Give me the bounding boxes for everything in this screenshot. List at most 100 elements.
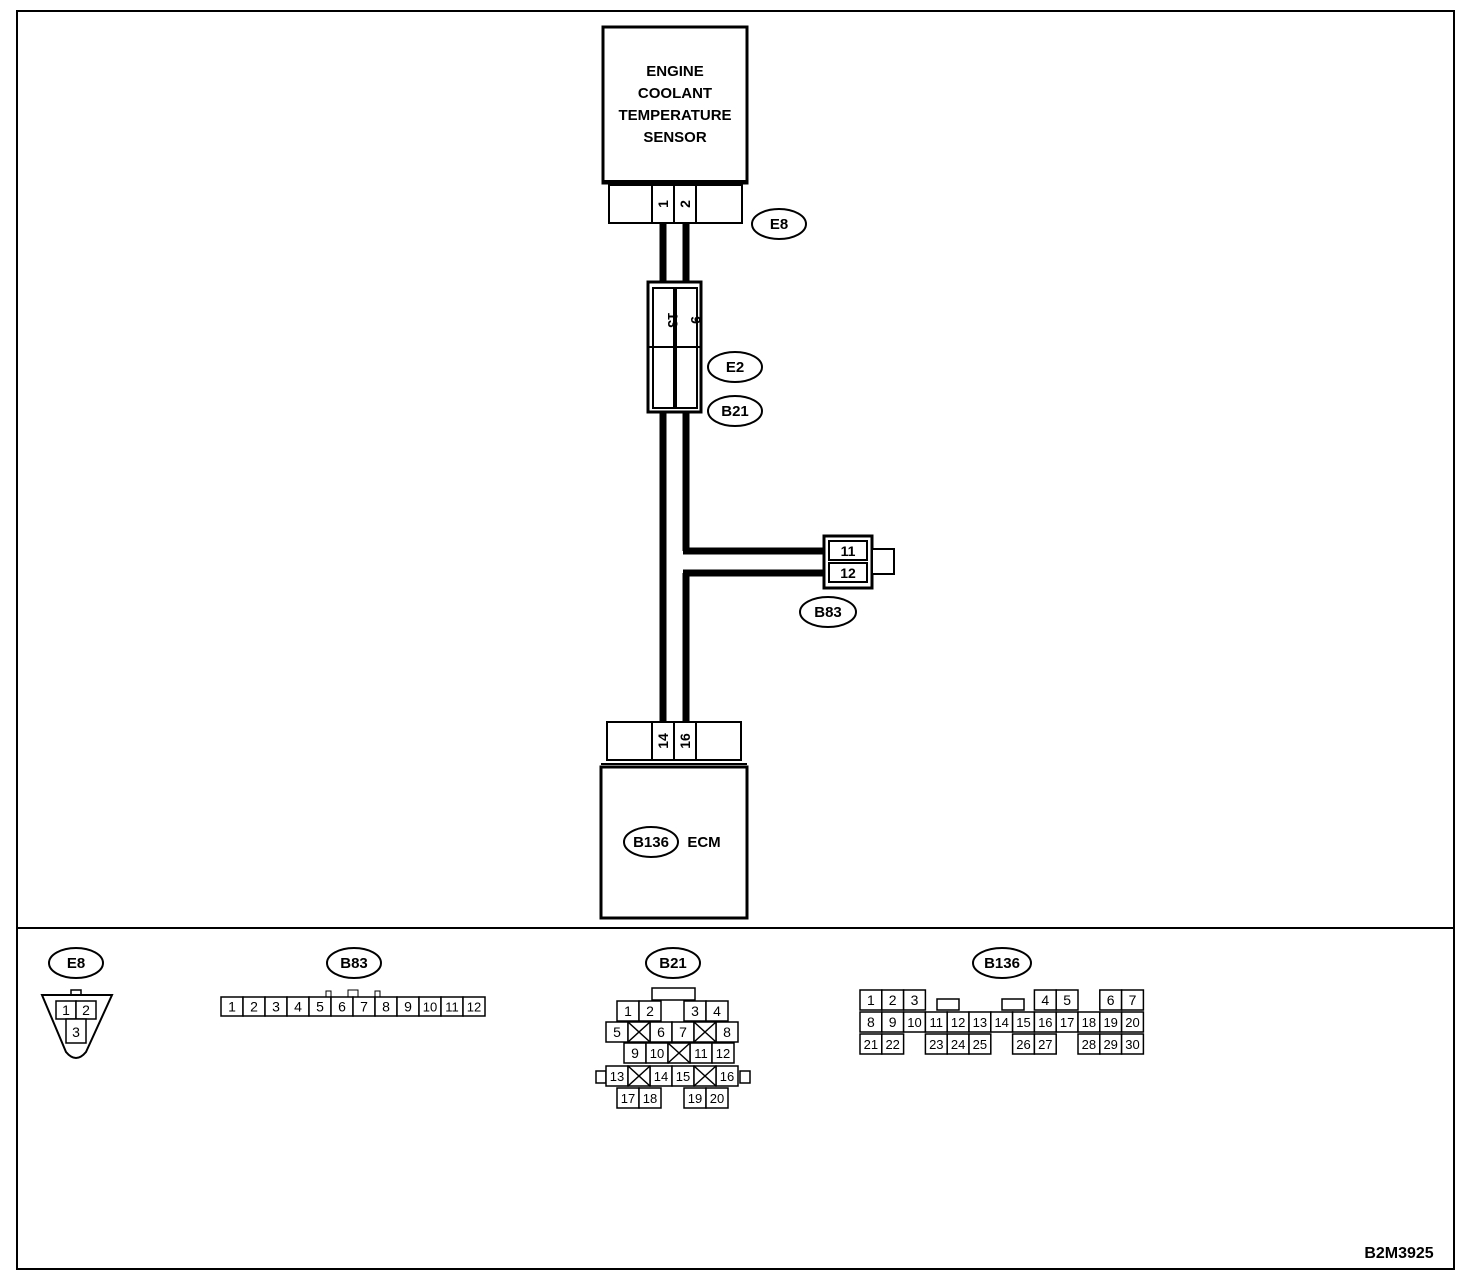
face-b21-pin-15: 15 <box>671 1065 695 1087</box>
svg-text:7: 7 <box>1129 992 1137 1008</box>
svg-text:7: 7 <box>360 999 368 1015</box>
face-b21-blank-1 <box>627 1021 651 1043</box>
face-b136-pin-5: 5 <box>1055 989 1079 1011</box>
face-b21-pin-12: 12 <box>711 1042 735 1064</box>
face-e8-title: E8 <box>67 955 85 972</box>
svg-text:9: 9 <box>404 999 412 1015</box>
face-b136-pin-14: 14 <box>990 1011 1014 1033</box>
sensor-label-line-3: TEMPERATURE <box>618 107 731 124</box>
face-b21-pin-10: 10 <box>645 1042 669 1064</box>
face-b21-pin-7: 7 <box>671 1021 695 1043</box>
face-b21-blank-2 <box>693 1021 717 1043</box>
svg-text:14: 14 <box>994 1015 1008 1030</box>
svg-text:24: 24 <box>951 1037 965 1052</box>
svg-text:8: 8 <box>723 1024 731 1040</box>
face-b21-pin-13: 13 <box>605 1065 629 1087</box>
face-b83-pin-8: 8 <box>374 996 398 1017</box>
svg-text:B21: B21 <box>721 403 749 420</box>
svg-text:20: 20 <box>710 1091 724 1106</box>
face-b136-pin-17: 17 <box>1055 1011 1079 1033</box>
svg-text:17: 17 <box>621 1091 635 1106</box>
face-b136-pin-12: 12 <box>946 1011 970 1033</box>
face-b136-pin-23: 23 <box>924 1033 948 1055</box>
face-b21-pin-8: 8 <box>715 1021 739 1043</box>
face-b83-pin-10: 10 <box>418 996 442 1017</box>
svg-text:23: 23 <box>929 1037 943 1052</box>
ecm-pin-14: 14 <box>655 733 671 749</box>
coolant-sensor: ENGINE COOLANT TEMPERATURE SENSOR 1 2 <box>601 25 749 224</box>
sensor-label-line-1: ENGINE <box>646 63 704 80</box>
face-b136-pin-27: 27 <box>1033 1033 1057 1055</box>
face-b21-pin-19: 19 <box>683 1087 707 1109</box>
figure-code: B2M3925 <box>1364 1245 1433 1262</box>
svg-text:14: 14 <box>654 1069 668 1084</box>
svg-text:6: 6 <box>338 999 346 1015</box>
svg-text:10: 10 <box>650 1046 664 1061</box>
face-b136-pin-25: 25 <box>968 1033 992 1055</box>
face-b136-pin-16: 16 <box>1033 1011 1057 1033</box>
face-b83-pin-5: 5 <box>308 996 332 1017</box>
face-b21-pin-6: 6 <box>649 1021 673 1043</box>
face-b136-pin-2: 2 <box>881 989 905 1011</box>
face-e8-pin-2: 2 <box>82 1002 90 1018</box>
face-b136-pin-1: 1 <box>859 989 883 1011</box>
face-b21-pin-16: 16 <box>715 1065 739 1087</box>
ecm-connector-code: B136 <box>633 834 669 851</box>
svg-text:B83: B83 <box>814 604 842 621</box>
svg-text:21: 21 <box>864 1037 878 1052</box>
face-b136-pin-29: 29 <box>1099 1033 1123 1055</box>
face-b136-pin-9: 9 <box>881 1011 905 1033</box>
svg-text:1: 1 <box>228 999 236 1015</box>
b83-pin-12: 12 <box>840 565 856 581</box>
face-e8-pin-3: 3 <box>72 1024 80 1040</box>
svg-text:18: 18 <box>643 1091 657 1106</box>
face-b83-pin-11: 11 <box>440 996 464 1017</box>
face-b136-title: B136 <box>984 955 1020 972</box>
svg-text:10: 10 <box>423 1000 437 1015</box>
face-b83-title: B83 <box>340 955 368 972</box>
svg-text:E8: E8 <box>770 216 788 233</box>
svg-text:12: 12 <box>716 1046 730 1061</box>
svg-text:19: 19 <box>1103 1015 1117 1030</box>
svg-text:11: 11 <box>445 1000 459 1015</box>
sensor-pin-1: 1 <box>655 200 671 208</box>
face-e8-pin-1: 1 <box>62 1002 70 1018</box>
svg-text:22: 22 <box>885 1037 899 1052</box>
svg-text:6: 6 <box>1107 992 1115 1008</box>
svg-text:9: 9 <box>889 1014 897 1030</box>
svg-text:11: 11 <box>694 1046 708 1061</box>
face-b136-pin-19: 19 <box>1099 1011 1123 1033</box>
face-b136-pin-21: 21 <box>859 1033 883 1055</box>
svg-text:5: 5 <box>613 1024 621 1040</box>
face-b83-pin-3: 3 <box>264 996 288 1017</box>
svg-text:1: 1 <box>867 992 875 1008</box>
connector-tag-e2: E2 <box>707 351 763 383</box>
face-b136-tab <box>936 998 960 1011</box>
face-b21-blank-5 <box>693 1065 717 1087</box>
face-b136-pin-22: 22 <box>881 1033 905 1055</box>
svg-text:17: 17 <box>1060 1015 1074 1030</box>
face-b136-pin-28: 28 <box>1077 1033 1101 1055</box>
ecm-unit: 14 16 B136 ECM <box>599 721 749 920</box>
svg-text:3: 3 <box>272 999 280 1015</box>
face-b136-pin-8: 8 <box>859 1011 883 1033</box>
face-b136-pin-18: 18 <box>1077 1011 1101 1033</box>
face-b21-blank-4 <box>627 1065 651 1087</box>
svg-text:9: 9 <box>631 1045 639 1061</box>
face-b21-title: B21 <box>659 955 687 972</box>
svg-text:4: 4 <box>713 1003 721 1019</box>
svg-text:5: 5 <box>316 999 324 1015</box>
face-b83-pin-9: 9 <box>396 996 420 1017</box>
face-b136-tab <box>1001 998 1025 1011</box>
joint-pin-13: 13 <box>665 312 681 328</box>
face-b136-pin-15: 15 <box>1011 1011 1036 1033</box>
svg-text:1: 1 <box>624 1003 632 1019</box>
svg-text:3: 3 <box>691 1003 699 1019</box>
connector-tag-e8: E8 <box>751 208 807 240</box>
svg-text:28: 28 <box>1082 1037 1096 1052</box>
face-b21-pin-2: 2 <box>638 1000 662 1022</box>
